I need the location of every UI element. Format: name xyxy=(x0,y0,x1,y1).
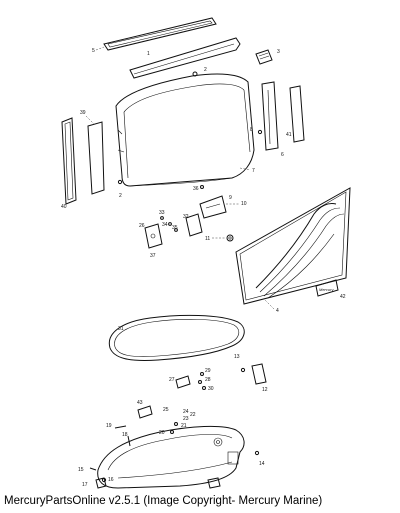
callout-21[interactable]: 21 xyxy=(181,423,187,429)
callout-2b[interactable]: 2 xyxy=(119,193,122,199)
callout-27[interactable]: 27 xyxy=(169,377,175,383)
bottom-cowl[interactable] xyxy=(97,425,245,489)
engine-cowl[interactable] xyxy=(115,73,255,187)
callout-9[interactable]: 9 xyxy=(229,195,232,201)
callout-4[interactable]: 4 xyxy=(276,308,279,314)
exploded-parts-diagram: 5 1 3 2 40 39 41 xyxy=(61,17,351,489)
part-bottom-right-clip[interactable] xyxy=(207,477,221,489)
callout-40[interactable]: 40 xyxy=(61,204,67,210)
callout-35[interactable]: 35 xyxy=(172,225,178,231)
part-28-washer[interactable] xyxy=(198,380,202,384)
part-33-washer[interactable] xyxy=(160,216,164,220)
callout-29[interactable]: 29 xyxy=(205,368,211,374)
callout-28[interactable]: 28 xyxy=(205,377,211,383)
brand-decal-text: Mercury xyxy=(319,287,334,292)
callout-13[interactable]: 13 xyxy=(234,354,240,360)
callout-14[interactable]: 14 xyxy=(259,461,265,467)
callout-6[interactable]: 6 xyxy=(281,152,284,158)
part-17-bracket[interactable] xyxy=(95,477,107,489)
callout-12[interactable]: 12 xyxy=(262,387,268,393)
callout-20[interactable]: 20 xyxy=(159,430,165,436)
part-9-latch-plate[interactable] xyxy=(199,195,227,219)
callout-22[interactable]: 22 xyxy=(190,412,196,418)
part-41-side-panel[interactable] xyxy=(289,85,305,143)
callout-18[interactable]: 18 xyxy=(122,432,128,438)
part-43-plate[interactable] xyxy=(137,405,153,419)
part-36-screw[interactable] xyxy=(200,185,204,189)
part-34-nut[interactable] xyxy=(168,222,172,226)
part-4-side-decal[interactable] xyxy=(235,187,351,305)
part-29-nut[interactable] xyxy=(200,372,204,376)
part-27-clip[interactable] xyxy=(175,375,191,389)
part-14-screw[interactable] xyxy=(254,450,260,456)
callout-15[interactable]: 15 xyxy=(78,467,84,473)
callout-1[interactable]: 1 xyxy=(147,51,150,57)
callout-32[interactable]: 32 xyxy=(183,214,189,220)
callout-37[interactable]: 37 xyxy=(150,253,156,259)
part-12-bracket[interactable] xyxy=(251,363,267,385)
image-caption: MercuryPartsOnline v2.5.1 (Image Copyrig… xyxy=(4,495,323,507)
callout-23[interactable]: 23 xyxy=(183,416,189,422)
part-35-screw[interactable] xyxy=(174,228,178,232)
part-2-left-screw[interactable] xyxy=(117,179,123,185)
callout-11[interactable]: 11 xyxy=(205,236,210,242)
part-11-grommet[interactable] xyxy=(226,234,234,242)
callout-24[interactable]: 24 xyxy=(183,409,189,415)
part-18-stud[interactable] xyxy=(127,435,131,447)
callout-39[interactable]: 39 xyxy=(80,110,86,116)
part-37-lower-latch[interactable] xyxy=(144,223,163,249)
part-32-bracket[interactable] xyxy=(185,213,203,237)
part-30-screw[interactable] xyxy=(202,386,206,390)
part-6-rear-bracket[interactable] xyxy=(261,81,279,151)
callout-2[interactable]: 2 xyxy=(204,67,207,73)
callout-41[interactable]: 41 xyxy=(286,132,292,138)
part-31-seal-ring[interactable] xyxy=(108,314,245,361)
callout-5[interactable]: 5 xyxy=(92,48,95,54)
callout-43[interactable]: 43 xyxy=(137,400,143,406)
callout-19[interactable]: 19 xyxy=(106,423,112,429)
part-5-top-seal[interactable] xyxy=(103,17,217,51)
part-21-bolt[interactable] xyxy=(174,422,178,426)
callout-30[interactable]: 30 xyxy=(208,386,214,392)
callout-7[interactable]: 7 xyxy=(252,168,255,174)
part-3-latch[interactable] xyxy=(255,49,273,65)
callout-26[interactable]: 26 xyxy=(139,223,145,229)
part-42-brand-decal[interactable] xyxy=(315,279,339,297)
part-20-bolt[interactable] xyxy=(170,430,174,434)
part-13-screw[interactable] xyxy=(240,367,246,373)
callout-17[interactable]: 17 xyxy=(82,482,88,488)
part-40-side-grille[interactable] xyxy=(61,117,77,205)
callout-3[interactable]: 3 xyxy=(277,49,280,55)
part-1-top-cap[interactable] xyxy=(129,37,241,79)
callout-42[interactable]: 42 xyxy=(340,294,346,300)
callout-34[interactable]: 34 xyxy=(162,222,168,228)
callout-25[interactable]: 25 xyxy=(163,407,169,413)
callout-36[interactable]: 36 xyxy=(193,186,199,192)
part-8-pin[interactable] xyxy=(257,129,263,135)
callout-10[interactable]: 10 xyxy=(241,201,247,207)
part-15-bolt[interactable] xyxy=(89,467,97,471)
callout-33[interactable]: 33 xyxy=(159,210,165,216)
callout-16[interactable]: 16 xyxy=(108,477,114,483)
callout-31[interactable]: 31 xyxy=(118,326,124,332)
callout-8[interactable]: 8 xyxy=(250,127,253,133)
part-19-stud[interactable] xyxy=(114,425,127,429)
part-39-side-panel[interactable] xyxy=(87,121,105,195)
